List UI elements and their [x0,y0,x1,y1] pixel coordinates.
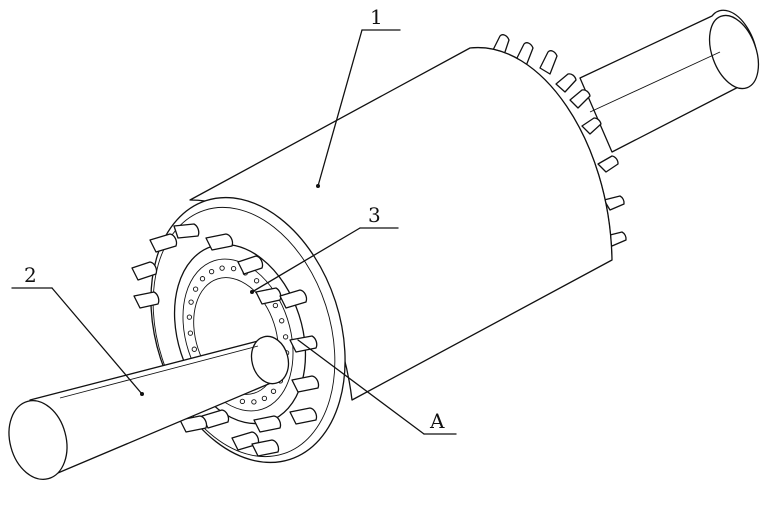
vent-hole [191,346,197,352]
vent-hole [253,278,260,284]
vent-hole [279,318,285,324]
vent-hole [261,395,268,402]
vent-hole [230,265,237,272]
label-1: 1 [370,5,383,29]
callouts: 1 3 2 A [11,5,457,435]
leader-dot-2 [140,392,144,396]
vent-hole [186,314,193,320]
front-ring-pegs [131,223,320,457]
vent-hole [251,399,257,405]
vent-hole [208,268,215,275]
vent-hole [187,330,194,336]
label-2: 2 [24,263,37,287]
label-3: 3 [368,203,381,227]
vent-hole [199,276,206,282]
leader-dot-3 [250,290,254,294]
shaft-front-end [8,335,290,480]
vent-hole [192,286,199,292]
vent-hole [239,398,246,405]
vent-hole [219,265,225,271]
shaft-rear-end [579,9,760,153]
label-A: A [429,409,445,433]
vent-hole [270,388,277,394]
leader-dot-1 [316,184,320,188]
vent-hole [282,334,289,340]
vent-hole [272,302,279,309]
vent-hole [188,299,194,305]
